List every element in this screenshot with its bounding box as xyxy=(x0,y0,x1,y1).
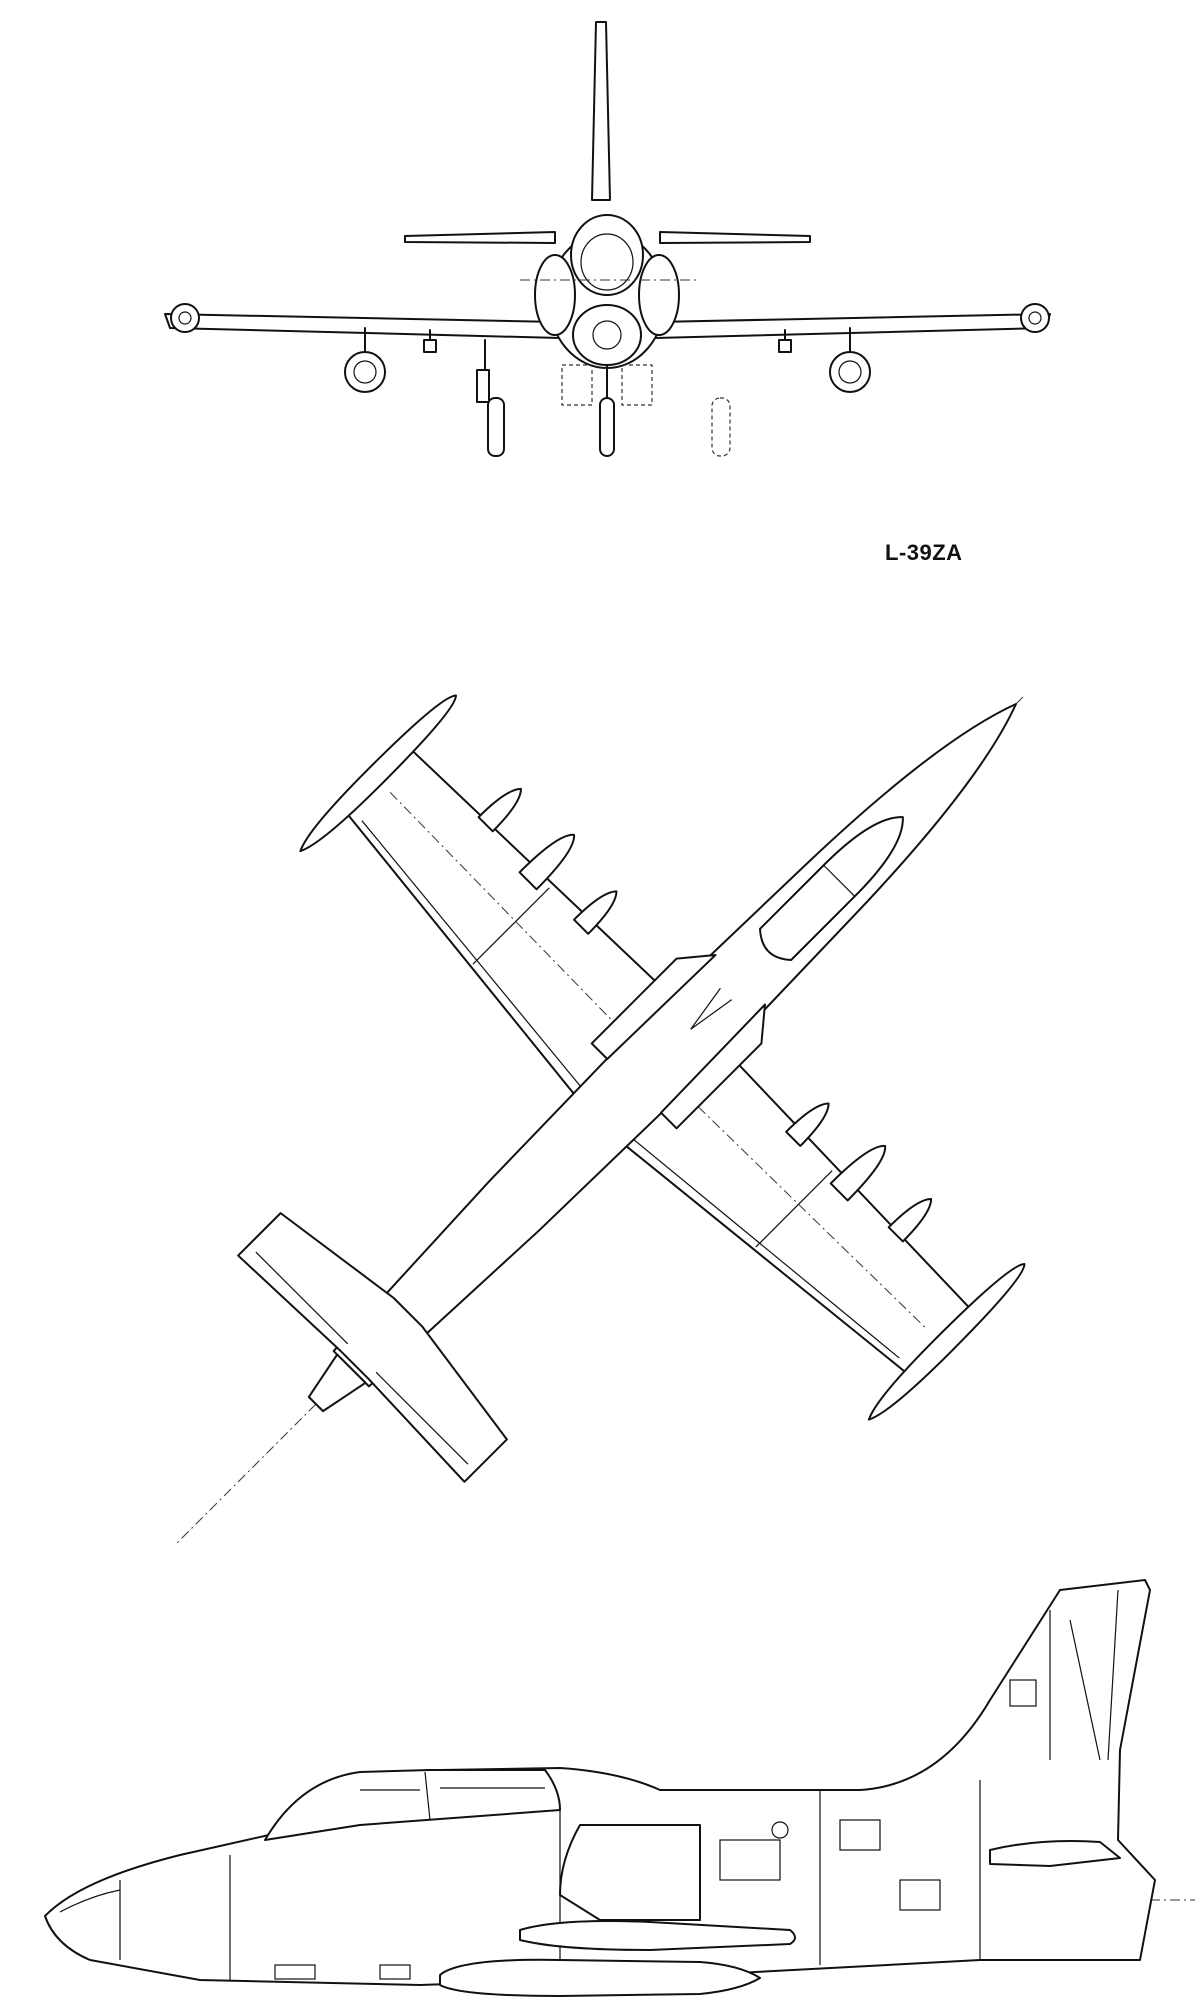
front-view xyxy=(164,21,1051,457)
side-horizontal-tail xyxy=(989,1840,1121,1867)
side-intake xyxy=(559,1824,701,1921)
side-view xyxy=(44,1579,1195,1997)
front-main-gear xyxy=(476,369,490,403)
drawing-title: L-39ZA xyxy=(885,540,963,565)
front-wing xyxy=(164,313,561,339)
front-fin xyxy=(591,21,611,201)
side-drop-tank xyxy=(439,1958,761,1997)
plan-horizontal-tail xyxy=(237,1212,508,1483)
front-intake-right xyxy=(638,254,680,336)
plan-canopy xyxy=(759,816,904,961)
side-pod xyxy=(519,1920,796,1951)
front-canopy xyxy=(570,214,644,296)
front-tip-tank-left xyxy=(170,303,200,333)
front-pod-left xyxy=(344,351,386,393)
front-intake-left xyxy=(534,254,576,336)
front-nose xyxy=(572,304,642,366)
plan-tip-tank-right xyxy=(867,1263,1026,1421)
front-nose-gear xyxy=(599,397,615,457)
front-horizontal-tail xyxy=(404,231,556,244)
plan-view xyxy=(174,694,1026,1546)
plan-pod-1 xyxy=(477,787,523,833)
front-pod-right xyxy=(829,351,871,393)
front-tip-tank-right xyxy=(1020,303,1050,333)
side-fuselage xyxy=(44,1579,1156,1986)
plan-tip-tank-left xyxy=(299,694,457,853)
